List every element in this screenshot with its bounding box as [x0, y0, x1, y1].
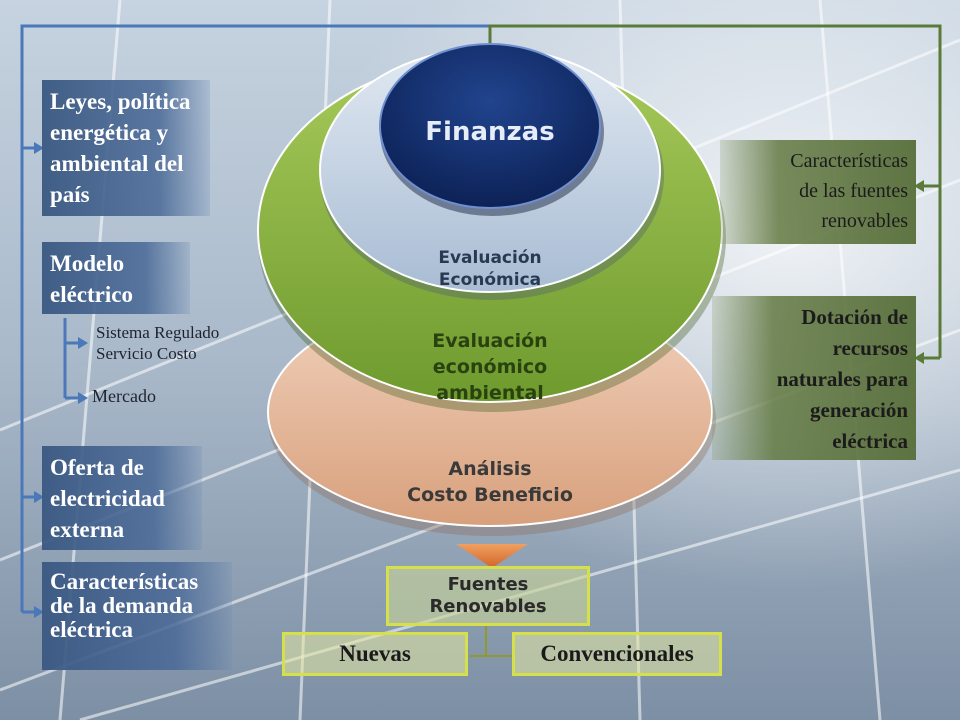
- ambiental-label-1: Evaluación: [432, 330, 547, 352]
- finanzas-label: Finanzas: [425, 117, 554, 147]
- down-arrow-icon: [456, 544, 528, 568]
- beneficio-label-1: Análisis: [448, 458, 531, 480]
- oferta-electricidad-box: Oferta de electricidad externa: [42, 446, 202, 550]
- convencionales-box: Convencionales: [512, 632, 722, 676]
- economica-label-1: Evaluación: [438, 248, 541, 268]
- ambiental-label-2: económico: [433, 356, 547, 378]
- economica-label-2: Económica: [439, 270, 541, 290]
- mercado-label: Mercado: [92, 386, 156, 406]
- nuevas-box: Nuevas: [282, 632, 468, 676]
- ring-stack: [257, 43, 726, 536]
- right-connector-lines: [488, 24, 942, 360]
- fuentes-renovables-box: Fuentes Renovables: [386, 566, 590, 626]
- caracteristicas-fuentes-box: Características de las fuentes renovable…: [720, 140, 916, 244]
- modelo-electrico-box: Modelo eléctrico: [42, 242, 190, 314]
- dotacion-recursos-box: Dotación de recursos naturales para gene…: [712, 296, 916, 460]
- beneficio-label-2: Costo Beneficio: [407, 484, 573, 506]
- leyes-politica-box: Leyes, política energética y ambiental d…: [42, 80, 210, 216]
- ambiental-label-3: ambiental: [436, 382, 544, 404]
- ring-finanzas: [379, 43, 601, 209]
- sistema-regulado-label: Sistema Regulado Servicio Costo: [96, 323, 220, 363]
- demanda-electrica-box: Características de la demanda eléctrica: [42, 562, 232, 670]
